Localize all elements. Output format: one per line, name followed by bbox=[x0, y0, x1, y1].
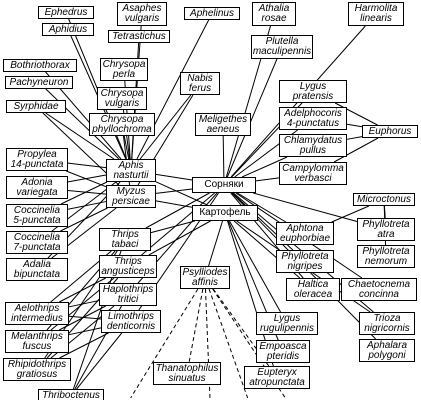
edge-plutella-sornyaki bbox=[226, 58, 278, 178]
node-coccinelia-5: Coccinelia 5-punctata bbox=[6, 204, 68, 227]
node-thrips-angusticeps: Thrips angusticeps bbox=[99, 255, 157, 278]
node-ephedrus: Ephedrus bbox=[38, 6, 94, 19]
node-aphidius: Aphidius bbox=[42, 23, 94, 36]
node-meligethes-aeneus: Meligethes aeneus bbox=[195, 113, 251, 136]
edge-euphorus-campylomma bbox=[333, 137, 379, 163]
node-euphorus: Euphorus bbox=[362, 125, 418, 138]
edge-kartofel-psylliodes bbox=[208, 220, 223, 267]
dashed-edge-psylliodes-thanatophilus bbox=[188, 288, 204, 363]
node-campylomma-verbasci: Campylomma verbasci bbox=[279, 162, 347, 185]
node-melanthrips-fuscus: Melanthrips fuscus bbox=[5, 330, 69, 353]
node-aphis-nasturtii: Aphis nasturtii bbox=[106, 159, 156, 182]
edge-coccinelia5-aphis bbox=[60, 181, 108, 205]
edge-syrphidae-aphis bbox=[45, 112, 115, 160]
edge-aphis-kartofel bbox=[155, 181, 208, 206]
edge-adonia-myzus bbox=[67, 189, 107, 195]
node-haltica-oleracea: Haltica oleracea bbox=[286, 278, 340, 301]
node-tetrastichus: Tetrastichus bbox=[108, 30, 170, 43]
node-athalia-rosae: Athalia rosae bbox=[252, 2, 296, 26]
node-weeds: Сорняки bbox=[192, 177, 256, 193]
edge-microctonus-aphtona bbox=[331, 205, 370, 223]
edge-euphorus-adelphocoris bbox=[346, 123, 363, 128]
edge-aphis-sornyaki bbox=[155, 173, 193, 181]
edge-thrips_angust-sornyaki bbox=[141, 192, 215, 256]
edge-rhipido-limothrips bbox=[59, 332, 109, 359]
node-lygus-rugulipennis: Lygus rugulipennis bbox=[256, 312, 318, 335]
node-bothriothorax: Bothriothorax bbox=[3, 59, 77, 72]
node-thrips-tabaci: Thrips tabaci bbox=[99, 228, 151, 251]
edge-propylea-aphis bbox=[67, 162, 107, 169]
node-coccinelia-7: Coccinelia 7-punctata bbox=[6, 231, 68, 254]
node-thriboctenus: Thriboctenus bbox=[38, 389, 104, 400]
node-aphelinus: Aphelinus bbox=[184, 7, 240, 20]
edge-kartofel-lygus_rugulipennis bbox=[229, 220, 281, 313]
edge-thrips_angust-kartofel bbox=[148, 220, 211, 256]
node-adonia-variegata: Adonia variegata bbox=[6, 176, 68, 199]
edge-myzus-sornyaki bbox=[155, 188, 193, 194]
edge-thrips_tabaci-kartofel bbox=[150, 220, 195, 234]
node-pachyneuron: Pachyneuron bbox=[5, 76, 73, 89]
edge-campylomma-sornyaki bbox=[255, 177, 280, 182]
node-aphtona-euphorbiae: Aphtona euphorbiae bbox=[276, 222, 334, 245]
edge-sornyaki-phyllotreta_atra bbox=[252, 192, 358, 223]
edge-aelothrips-thrips_angust bbox=[59, 277, 106, 303]
node-phyllotreta-nemorum: Phyllotreta nemorum bbox=[357, 245, 415, 268]
edge-chlamydatus-sornyaki bbox=[241, 156, 288, 178]
edge-chrysopa_phyllo-aphis bbox=[123, 135, 130, 160]
node-aelothrips-intermedius: Aelothrips intermedius bbox=[5, 302, 69, 325]
node-adalia-bipunctata: Adalia bipunctata bbox=[6, 258, 68, 281]
node-nabis-ferus: Nabis ferus bbox=[180, 72, 220, 95]
dashed-edge-psylliodes-bottom_c bbox=[208, 288, 249, 399]
edge-nabis-aphis bbox=[139, 94, 192, 160]
node-thanatophilus-sinuatus: Thanatophilus sinuatus bbox=[153, 362, 221, 385]
edge-sornyaki-aphtona bbox=[237, 192, 287, 223]
node-aphalara-polygoni: Aphalara polygoni bbox=[359, 339, 415, 362]
dashed-edge-psylliodes-bottom_d bbox=[212, 288, 286, 399]
node-chrysopa-phyllochroma: Chrysopa phyllochroma bbox=[89, 113, 155, 136]
node-chrysopa-vulgaris: Chrysopa vulgaris bbox=[97, 87, 147, 110]
edge-adonia-aphis bbox=[67, 174, 107, 183]
node-harmolita-linearis: Harmolita linearis bbox=[348, 2, 404, 26]
node-eupteryx-atropunctata: Eupteryx atropunctata bbox=[244, 366, 310, 389]
edge-aelothrips-limothrips bbox=[68, 315, 102, 320]
node-myzus-persicae: Myzus persicae bbox=[106, 185, 156, 208]
node-phyllotreta-atra: Phyllotreta atra bbox=[357, 218, 415, 241]
edge-myzus-kartofel bbox=[155, 200, 193, 208]
dashed-edge-psylliodes-bottom_a bbox=[130, 288, 199, 399]
node-chrysopa-perla: Chrysopa perla bbox=[100, 58, 148, 81]
edge-melanthrips-limothrips bbox=[68, 327, 102, 336]
edge-aelothrips-haplothrips bbox=[68, 300, 100, 308]
node-propylea: Propylea 14-punctata bbox=[6, 148, 68, 171]
node-limothrips-denticornis: Limothrips denticornis bbox=[101, 310, 161, 333]
edge-euphorus-lygus_pratensis bbox=[334, 102, 378, 126]
node-phyllotreta-nigripes: Phyllotreta nigripes bbox=[276, 250, 334, 273]
edge-thrips_tabaci-sornyaki bbox=[145, 192, 210, 229]
node-empoasca-pteridis: Empoasca pteridis bbox=[256, 340, 310, 363]
node-rhipidothrips: Rhipidothrips gratiosus bbox=[3, 358, 71, 381]
edge-meligethes-sornyaki bbox=[222, 135, 225, 178]
node-plutella-maculipennis: Plutella maculipennis bbox=[251, 35, 313, 59]
node-syrphidae: Syrphidae bbox=[6, 100, 66, 113]
node-chlamydatus-pullus: Chlamydatus pullus bbox=[279, 134, 347, 157]
node-asaphes-vulgaris: Asaphes vulgaris bbox=[117, 2, 167, 26]
node-microctonus: Microctonus bbox=[353, 193, 415, 206]
node-psylliodes-affinis: Psylliodes affinis bbox=[180, 266, 230, 289]
node-trioza-nigricornis: Trioza nigricornis bbox=[359, 312, 415, 335]
edge-euphorus-chlamydatus bbox=[346, 136, 363, 140]
edge-thriboctenus-limothrips bbox=[76, 332, 123, 390]
node-haplothrips-tritici: Haplothrips tritici bbox=[99, 283, 157, 306]
node-chaetocnema-concinna: Chaetocnema concinna bbox=[341, 278, 417, 301]
node-adelphocoris: Adelphocoris 4-punctatus bbox=[279, 107, 347, 130]
node-potato: Картофель bbox=[192, 205, 258, 221]
node-lygus-pratensis: Lygus pratensis bbox=[279, 80, 347, 103]
